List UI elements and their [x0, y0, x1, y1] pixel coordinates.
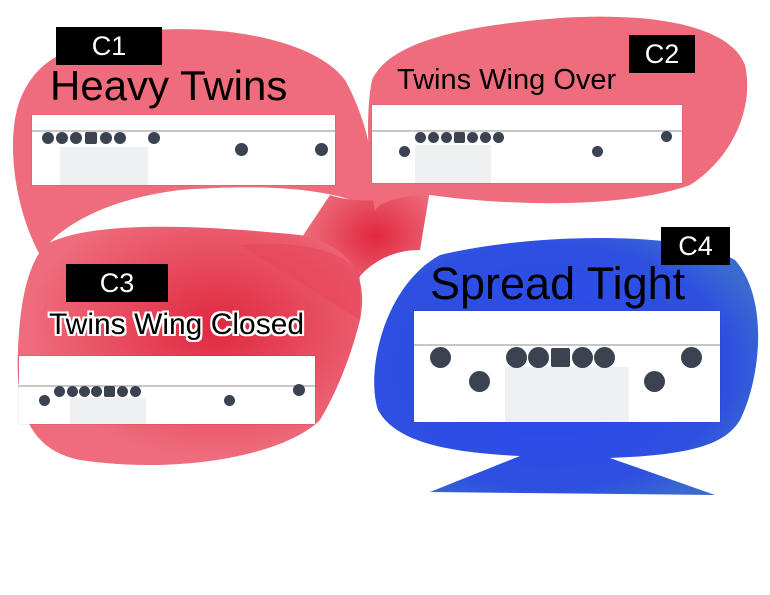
player-marker	[572, 347, 593, 368]
player-marker	[117, 386, 128, 397]
formation-diagram-c2	[372, 105, 682, 183]
player-marker	[528, 347, 549, 368]
player-marker	[224, 395, 235, 406]
formation-title-c3: Twins Wing Closed	[49, 308, 305, 341]
player-marker	[130, 386, 141, 397]
player-marker	[430, 347, 451, 368]
backfield-box	[415, 145, 491, 183]
player-marker	[681, 347, 702, 368]
line-of-scrimmage	[372, 130, 682, 132]
player-marker	[91, 386, 102, 397]
player-marker	[100, 132, 112, 144]
line-of-scrimmage	[414, 344, 720, 346]
backfield-box	[505, 367, 629, 422]
player-marker	[661, 131, 672, 142]
player-marker	[42, 132, 54, 144]
player-marker	[79, 386, 90, 397]
formation-tag-c3: C3	[66, 264, 168, 302]
center-marker	[551, 348, 570, 367]
player-marker	[644, 371, 665, 392]
player-marker	[39, 395, 50, 406]
line-of-scrimmage	[32, 130, 335, 132]
player-marker	[594, 347, 615, 368]
player-marker	[148, 132, 160, 144]
player-marker	[415, 132, 426, 143]
formation-tag-c1: C1	[56, 27, 162, 65]
backfield-box	[60, 147, 148, 185]
player-marker	[399, 146, 410, 157]
formation-title-c2: Twins Wing Over	[397, 64, 617, 96]
formation-title-c4: Spread Tight	[430, 258, 686, 309]
center-marker	[104, 386, 115, 397]
player-marker	[54, 386, 65, 397]
formation-tag-c4: C4	[661, 227, 730, 265]
center-marker	[454, 132, 465, 143]
player-marker	[480, 132, 491, 143]
center-marker	[85, 132, 97, 144]
line-of-scrimmage	[19, 385, 315, 387]
formation-diagram-c4	[414, 311, 720, 422]
formation-diagram-c1	[32, 115, 335, 185]
formation-diagram-c3	[19, 356, 315, 424]
player-marker	[469, 371, 490, 392]
player-marker	[467, 132, 478, 143]
player-marker	[56, 132, 68, 144]
player-marker	[67, 386, 78, 397]
player-marker	[428, 132, 439, 143]
player-marker	[235, 143, 248, 156]
player-marker	[493, 132, 504, 143]
player-marker	[592, 146, 603, 157]
player-marker	[441, 132, 452, 143]
player-marker	[506, 347, 527, 368]
formation-title-c1: Heavy Twins	[50, 62, 288, 109]
player-marker	[315, 143, 328, 156]
backfield-box	[70, 398, 146, 424]
formation-tag-c2: C2	[629, 35, 695, 73]
player-marker	[114, 132, 126, 144]
player-marker	[70, 132, 82, 144]
player-marker	[293, 384, 305, 396]
